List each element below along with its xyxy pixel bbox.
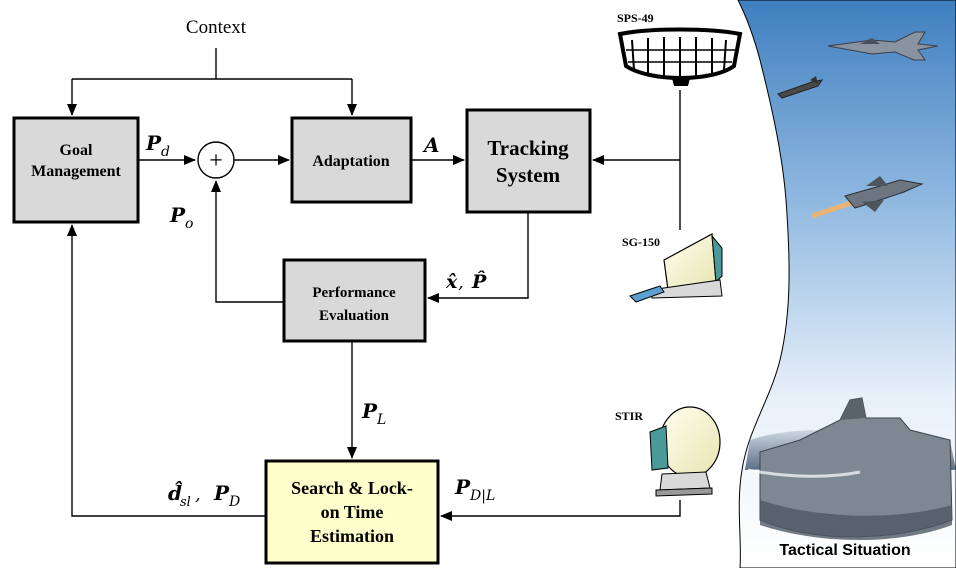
po-sub: o bbox=[185, 216, 193, 232]
po-arrow bbox=[211, 180, 284, 303]
goal-line-1: Goal bbox=[60, 142, 93, 159]
tactical-situation-panel: Tactical Situation bbox=[737, 0, 956, 568]
pd-signal-label: P d bbox=[145, 131, 170, 160]
warship-icon bbox=[745, 397, 956, 540]
tracking-line-1: Tracking bbox=[487, 136, 569, 160]
search-line-3: Estimation bbox=[310, 526, 394, 546]
pdl-sub: D|L bbox=[469, 488, 495, 504]
dhat-sub: sl bbox=[180, 495, 191, 510]
dhat: d̂ bbox=[168, 479, 183, 505]
xp-signal-label: x̂ , P̂ bbox=[445, 271, 487, 293]
pl-main: P bbox=[361, 399, 378, 423]
sg150-antenna-icon bbox=[629, 233, 723, 303]
dsl-pd-signal-label: d̂ sl , P D bbox=[168, 479, 240, 510]
phat: P̂ bbox=[471, 271, 487, 293]
xhat: x̂ bbox=[445, 271, 458, 293]
xp-sep: , bbox=[458, 272, 464, 293]
attack-jet-icon bbox=[811, 176, 924, 219]
summing-plus: + bbox=[209, 148, 223, 174]
pl-signal-label: P L bbox=[361, 399, 386, 428]
pdl-signal-label: P D|L bbox=[454, 475, 495, 504]
goal-line-2: Management bbox=[31, 163, 121, 180]
po-main: P bbox=[169, 203, 186, 227]
summing-junction: + bbox=[197, 141, 235, 179]
dsl-sep: , bbox=[195, 484, 201, 505]
performance-evaluation-block: Performance Evaluation bbox=[282, 258, 427, 343]
context-label: Context bbox=[186, 17, 247, 38]
adaptation-label: Adaptation bbox=[312, 153, 389, 170]
sps49-radar: SPS-49 bbox=[617, 11, 743, 86]
sps49-label: SPS-49 bbox=[617, 11, 654, 25]
feedback-to-goal-arrow bbox=[67, 224, 266, 517]
search-line-1: Search & Lock- bbox=[291, 478, 413, 498]
sg150-label: SG-150 bbox=[622, 235, 660, 249]
tracking-system-block: Tracking System bbox=[465, 108, 592, 214]
fighter-jet-icon bbox=[827, 31, 939, 61]
search-lockon-block: Search & Lock- on Time Estimation bbox=[264, 459, 440, 565]
pd2-sub: D bbox=[228, 494, 240, 510]
stir-antenna-icon bbox=[649, 406, 721, 497]
sg150-radar: SG-150 bbox=[622, 233, 723, 303]
tracking-line-2: System bbox=[496, 163, 561, 187]
stir-label: STIR bbox=[615, 409, 643, 423]
goal-management-block: Goal Management bbox=[12, 116, 140, 224]
missile-icon bbox=[777, 76, 824, 99]
perf-line-1: Performance bbox=[312, 285, 396, 301]
perf-line-2: Evaluation bbox=[319, 308, 390, 324]
a-signal-label: A bbox=[422, 133, 440, 157]
pdl-arrow bbox=[440, 500, 681, 521]
sps49-antenna-icon bbox=[617, 27, 743, 86]
pd-main: P bbox=[145, 131, 162, 155]
pd2-main: P bbox=[213, 481, 230, 505]
tracking-to-performance-arrow bbox=[427, 212, 529, 303]
pdl-main: P bbox=[454, 475, 471, 499]
tactical-situation-label: Tactical Situation bbox=[779, 542, 910, 559]
adaptation-block: Adaptation bbox=[290, 116, 413, 204]
po-signal-label: P o bbox=[169, 203, 193, 232]
search-line-2: on Time bbox=[321, 502, 384, 522]
pl-sub: L bbox=[376, 412, 386, 428]
stir-radar: STIR bbox=[615, 406, 721, 497]
pd-sub: d bbox=[161, 144, 170, 160]
